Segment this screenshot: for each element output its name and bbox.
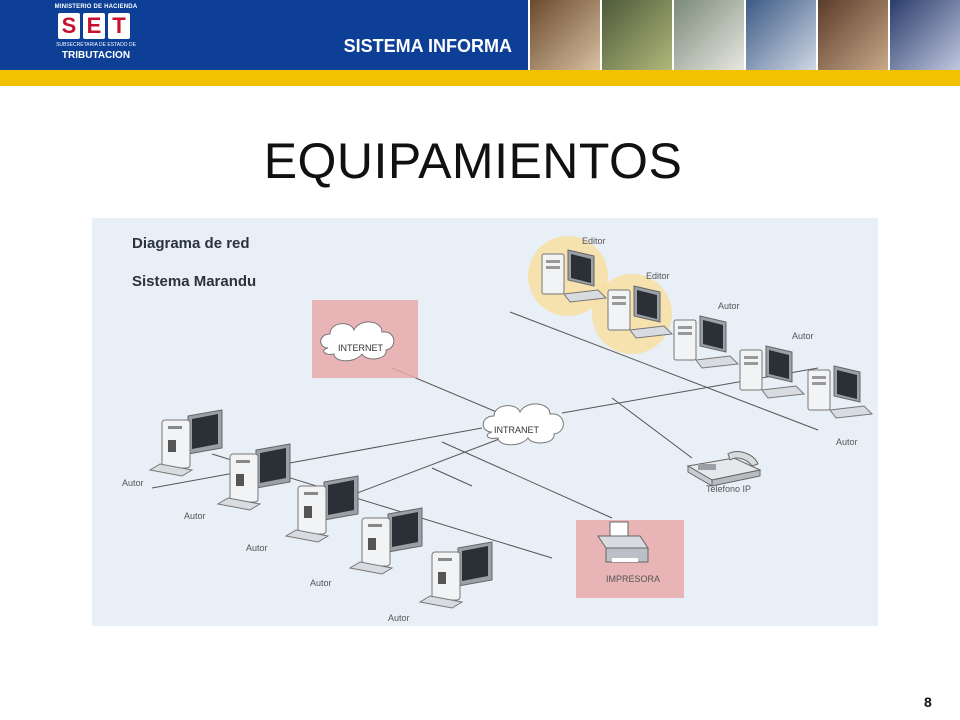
photo-strip — [528, 0, 960, 70]
system-label: SISTEMA INFORMA — [343, 36, 512, 56]
intranet-label: INTRANET — [494, 425, 540, 435]
mouse-photo — [672, 0, 744, 70]
logo-tributacion-text: TRIBUTACION — [61, 50, 131, 61]
workstation-autor-r1-icon — [673, 315, 739, 369]
phone-link — [611, 397, 693, 459]
diagram-subheading: Sistema Marandu — [132, 273, 256, 290]
internet-label: INTERNET — [338, 343, 384, 353]
workstation-editor-2-label: Editor — [646, 271, 670, 281]
network-diagram-canvas: Diagrama de red Sistema Marandu INTERNET… — [122, 235, 873, 623]
workstation-autor-l2-icon — [217, 443, 291, 511]
ip-phone-label: Telefono IP — [706, 484, 751, 494]
dotcom-photo — [600, 0, 672, 70]
workstation-autor-l3-icon — [285, 475, 359, 543]
cd-disc-photo — [888, 0, 960, 70]
workstation-autor-l4-label: Autor — [310, 578, 332, 588]
logo-letter-t: T — [108, 13, 130, 39]
workstation-autor-l1-icon — [149, 409, 223, 477]
operator-photo — [528, 0, 600, 70]
left-bus-line — [151, 427, 483, 489]
logo-letter-s: S — [58, 13, 80, 39]
left-branch — [431, 467, 473, 487]
header-accent-bar — [0, 70, 960, 86]
keyboard-typing-photo — [816, 0, 888, 70]
ok-cancel-keys-photo — [744, 0, 816, 70]
intranet-cloud-icon — [482, 403, 564, 446]
workstation-autor-l5-icon — [419, 541, 493, 609]
workstation-autor-r3-label: Autor — [836, 437, 858, 447]
workstation-autor-l4-icon — [349, 507, 423, 575]
printer-link — [441, 441, 613, 519]
workstation-autor-r2-label: Autor — [792, 331, 814, 341]
workstation-autor-l2-label: Autor — [184, 511, 206, 521]
logo-letters: S E T — [58, 13, 130, 39]
printer-icon — [597, 521, 649, 563]
workstation-autor-l1-label: Autor — [122, 478, 144, 488]
workstation-autor-r1-label: Autor — [718, 301, 740, 311]
network-diagram: Diagrama de red Sistema Marandu INTERNET… — [92, 218, 878, 626]
workstation-editor-1-label: Editor — [582, 236, 606, 246]
logo-letter-e: E — [83, 13, 105, 39]
ip-phone-icon — [686, 451, 762, 487]
page-number: 8 — [924, 694, 932, 710]
workstation-autor-l3-label: Autor — [246, 543, 268, 553]
network-lines — [151, 311, 819, 559]
internet-cloud-icon — [320, 321, 395, 362]
logo-subsecretaria-text: SUBSECRETARIA DE ESTADO DE — [56, 42, 136, 48]
workstation-autor-l5-label: Autor — [388, 613, 410, 623]
page-title: EQUIPAMIENTOS — [263, 133, 683, 189]
logo-ministry-text: MINISTERIO DE HACIENDA — [54, 4, 138, 10]
right-bus-line — [509, 311, 819, 431]
workstation-autor-r3-icon — [807, 365, 873, 419]
set-logo: MINISTERIO DE HACIENDA S E T SUBSECRETAR… — [52, 4, 140, 66]
printer-label: IMPRESORA — [606, 574, 660, 584]
diagram-heading: Diagrama de red — [132, 235, 250, 252]
header-bar: MINISTERIO DE HACIENDA S E T SUBSECRETAR… — [0, 0, 960, 70]
